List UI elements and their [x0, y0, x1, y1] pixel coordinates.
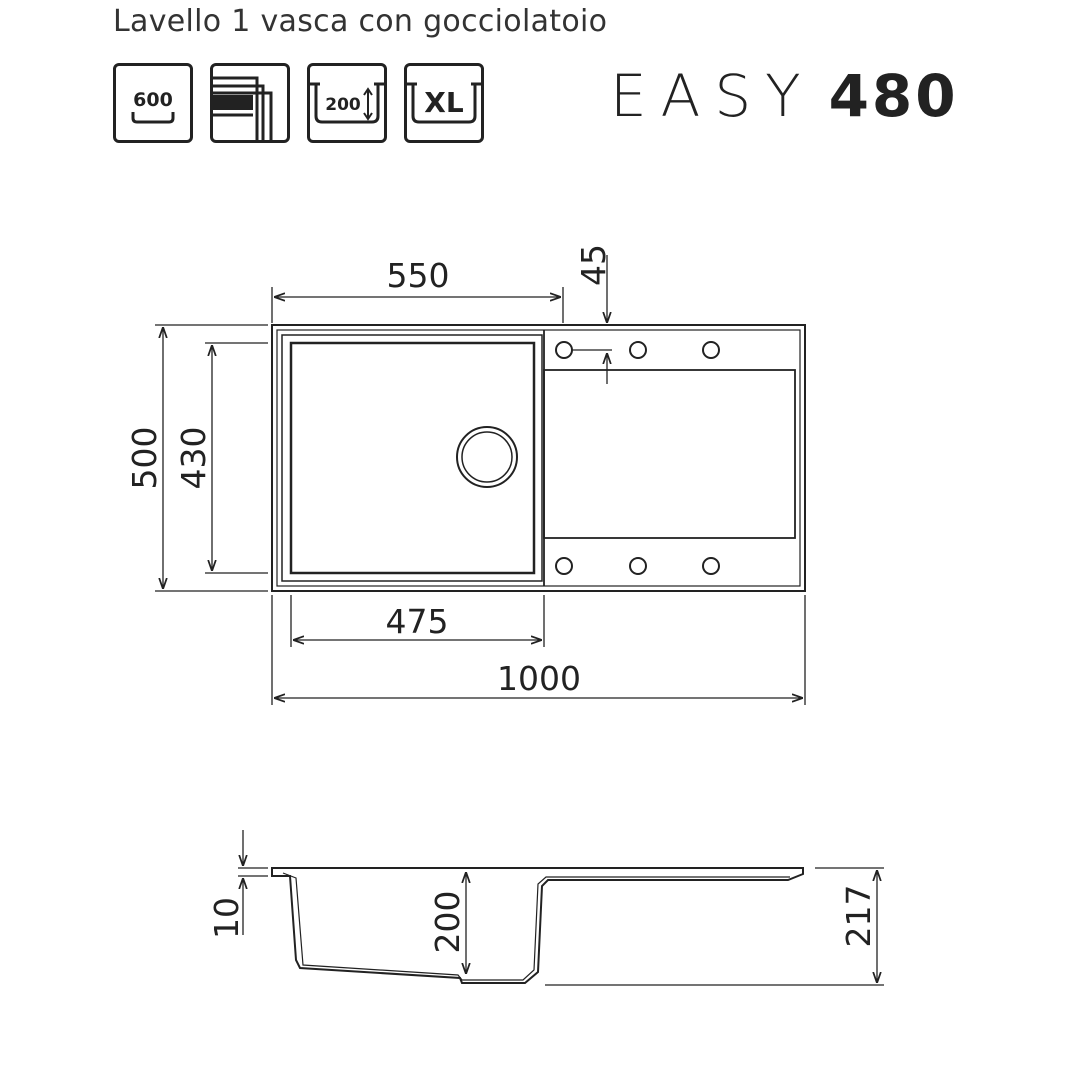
tap-hole	[555, 341, 573, 359]
bowl-outer-edge	[281, 334, 543, 582]
dim-label-217: 217	[839, 885, 878, 948]
sink-section-inner	[282, 872, 790, 981]
model-name: EASY	[610, 62, 815, 130]
feature-badges: 600 200 XL	[113, 63, 484, 143]
sink-outline	[271, 324, 806, 592]
badge-label-200: 200	[325, 95, 361, 115]
plan-dimensions	[155, 255, 806, 705]
dim-label-430: 430	[174, 427, 213, 490]
badge-label-xl: XL	[424, 86, 464, 119]
dim-label-500: 500	[125, 427, 164, 490]
section-view	[271, 867, 804, 984]
bowl-inner-edge	[289, 341, 536, 575]
dim-label-475: 475	[386, 602, 449, 641]
drain-outer-ring	[456, 426, 518, 488]
dim-label-200: 200	[428, 891, 467, 954]
tap-hole	[629, 341, 647, 359]
plan-view	[271, 324, 806, 592]
inset-mount-icon	[210, 63, 290, 143]
tap-hole	[629, 557, 647, 575]
dim-label-10: 10	[207, 897, 246, 939]
xl-bowl-icon: XL	[404, 63, 484, 143]
drainer-board	[543, 369, 796, 539]
dim-label-45: 45	[574, 244, 613, 286]
model-number: 480	[828, 62, 959, 130]
section-dimensions	[238, 830, 884, 986]
product-subtitle: Lavello 1 vasca con gocciolatoio	[113, 4, 608, 39]
bowl-depth-200-icon: 200	[307, 63, 387, 143]
dim-label-550: 550	[387, 256, 450, 295]
sink-rim-inner	[276, 329, 801, 587]
badge-label-600: 600	[133, 89, 173, 111]
tap-hole	[702, 341, 720, 359]
cabinet-600-icon: 600	[113, 63, 193, 143]
tap-hole	[555, 557, 573, 575]
drain-inner-ring	[461, 431, 513, 483]
dim-label-1000: 1000	[497, 659, 581, 698]
tap-holes	[555, 341, 720, 575]
sink-section-outer	[271, 867, 804, 984]
tap-hole	[702, 557, 720, 575]
